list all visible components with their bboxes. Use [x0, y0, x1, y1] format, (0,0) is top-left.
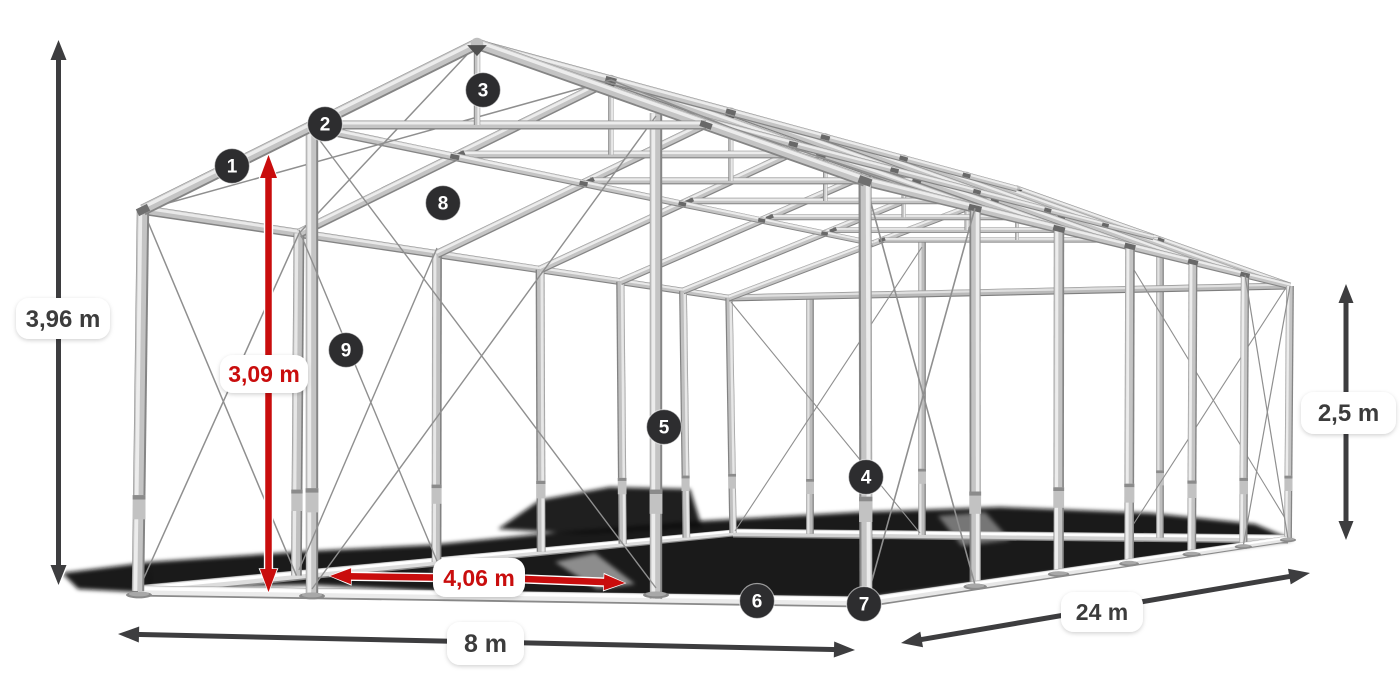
- svg-text:7: 7: [859, 595, 870, 616]
- svg-text:4: 4: [861, 468, 872, 489]
- svg-text:2,5 m: 2,5 m: [1318, 400, 1379, 427]
- svg-text:3: 3: [478, 81, 489, 102]
- svg-text:6: 6: [752, 592, 763, 613]
- svg-text:1: 1: [227, 157, 238, 178]
- svg-text:3,09 m: 3,09 m: [228, 361, 300, 387]
- svg-text:2: 2: [320, 115, 331, 136]
- svg-text:8 m: 8 m: [464, 630, 507, 658]
- svg-text:24 m: 24 m: [1076, 599, 1128, 625]
- svg-text:9: 9: [341, 341, 352, 362]
- svg-text:4,06 m: 4,06 m: [443, 565, 515, 591]
- svg-text:5: 5: [659, 418, 670, 439]
- svg-text:8: 8: [438, 194, 449, 215]
- svg-text:3,96 m: 3,96 m: [26, 306, 101, 333]
